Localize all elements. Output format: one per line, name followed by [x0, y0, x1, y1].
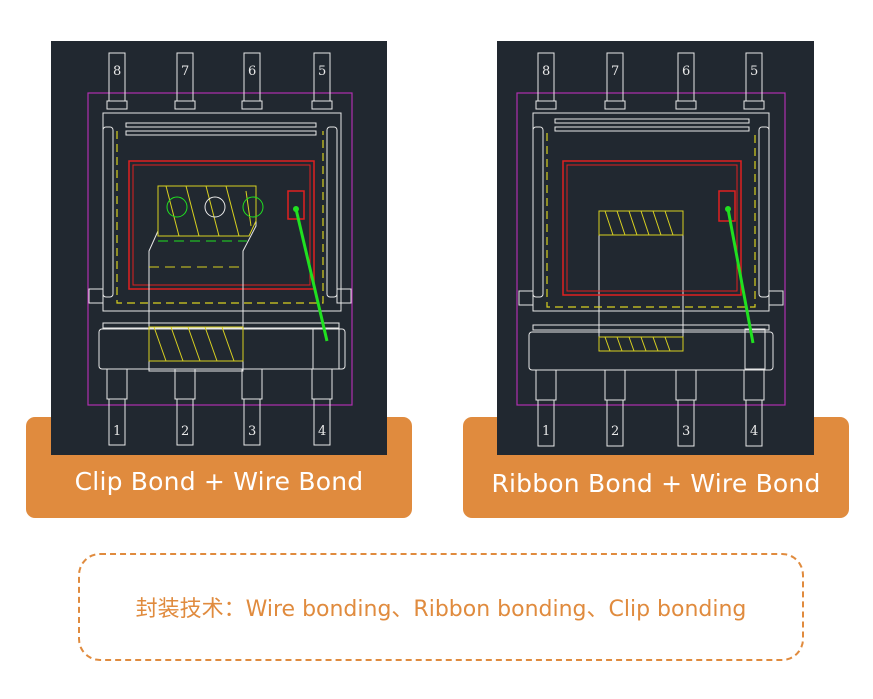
clip-bond-svg: 8 7 6 5 [87, 52, 353, 446]
top-pin-6: 6 [248, 64, 256, 79]
ribbon-bond-svg: 8 7 6 5 [516, 52, 786, 447]
bottom-pin-1: 1 [113, 424, 121, 439]
bottom-pin-1: 1 [542, 424, 550, 439]
bottom-pin-4: 4 [750, 424, 758, 439]
clip [148, 185, 257, 372]
clip-bond-label: Clip Bond + Wire Bond [74, 467, 364, 496]
ribbon-bond-label: Ribbon Bond + Wire Bond [491, 469, 821, 498]
top-pin-8: 8 [542, 64, 550, 79]
caption-box: 封装技术：Wire bonding、Ribbon bonding、Clip bo… [78, 553, 804, 661]
bottom-pin-4: 4 [318, 424, 326, 439]
ribbon [598, 210, 684, 352]
bottom-leads [535, 369, 765, 447]
top-pin-5: 5 [750, 64, 758, 79]
top-leads [535, 52, 765, 110]
die-outline [128, 160, 315, 290]
top-pin-7: 7 [611, 64, 619, 79]
caption-text: 封装技术：Wire bonding、Ribbon bonding、Clip bo… [135, 597, 747, 622]
bottom-pin-3: 3 [682, 424, 690, 439]
bond-wire [294, 208, 329, 342]
bond-wire [726, 208, 755, 344]
top-pin-8: 8 [113, 64, 121, 79]
bottom-pin-2: 2 [181, 424, 189, 439]
bottom-leads [106, 368, 333, 446]
package-outline [87, 92, 353, 406]
ribbon-bond-drawing: 8 7 6 5 [497, 41, 814, 455]
top-leads [106, 52, 333, 110]
top-pin-7: 7 [181, 64, 189, 79]
bottom-pin-2: 2 [611, 424, 619, 439]
top-pin-5: 5 [318, 64, 326, 79]
top-pin-6: 6 [682, 64, 690, 79]
clip-bond-drawing: 8 7 6 5 [51, 41, 387, 455]
bottom-pin-3: 3 [248, 424, 256, 439]
